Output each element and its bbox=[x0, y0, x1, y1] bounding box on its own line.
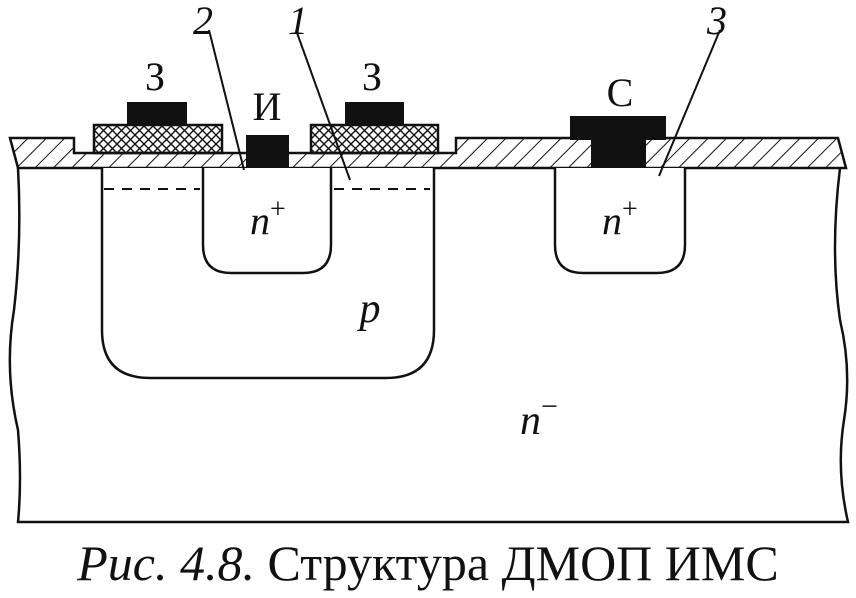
callout-number-3: 3 bbox=[706, 0, 727, 43]
n-minus-substrate bbox=[8, 167, 850, 524]
gate-label-left: З bbox=[145, 54, 165, 99]
figure-title: Структура ДМОП ИМС bbox=[267, 535, 779, 591]
callout-line-3 bbox=[658, 29, 721, 177]
source-label: И bbox=[253, 84, 282, 129]
drain-label: С bbox=[607, 70, 634, 115]
callout-line-2 bbox=[208, 29, 245, 171]
p-region-label: p bbox=[357, 286, 381, 332]
callout-number-1: 1 bbox=[288, 0, 308, 43]
n-plus-source-label: n+ bbox=[250, 194, 286, 243]
gate-poly-right bbox=[309, 123, 440, 155]
n-plus-source-region bbox=[201, 168, 333, 275]
gate-contact-right bbox=[345, 102, 404, 125]
gate-label-right: З bbox=[362, 54, 382, 99]
n-minus-label: n− bbox=[520, 390, 558, 444]
figure-number: Рис. 4.8. bbox=[77, 535, 255, 591]
source-contact bbox=[246, 135, 289, 168]
gate-poly-left bbox=[92, 123, 224, 155]
n-plus-drain-region bbox=[553, 168, 687, 275]
callout-line-1 bbox=[295, 29, 351, 181]
n-plus-drain-label: n+ bbox=[602, 194, 638, 243]
drain-contact-cap bbox=[570, 116, 666, 140]
drain-contact-stem bbox=[591, 138, 646, 168]
gate-contact-left bbox=[127, 102, 187, 125]
callout-number-2: 2 bbox=[193, 0, 213, 43]
figure-caption: Рис. 4.8. Структура ДМОП ИМС bbox=[0, 528, 856, 598]
